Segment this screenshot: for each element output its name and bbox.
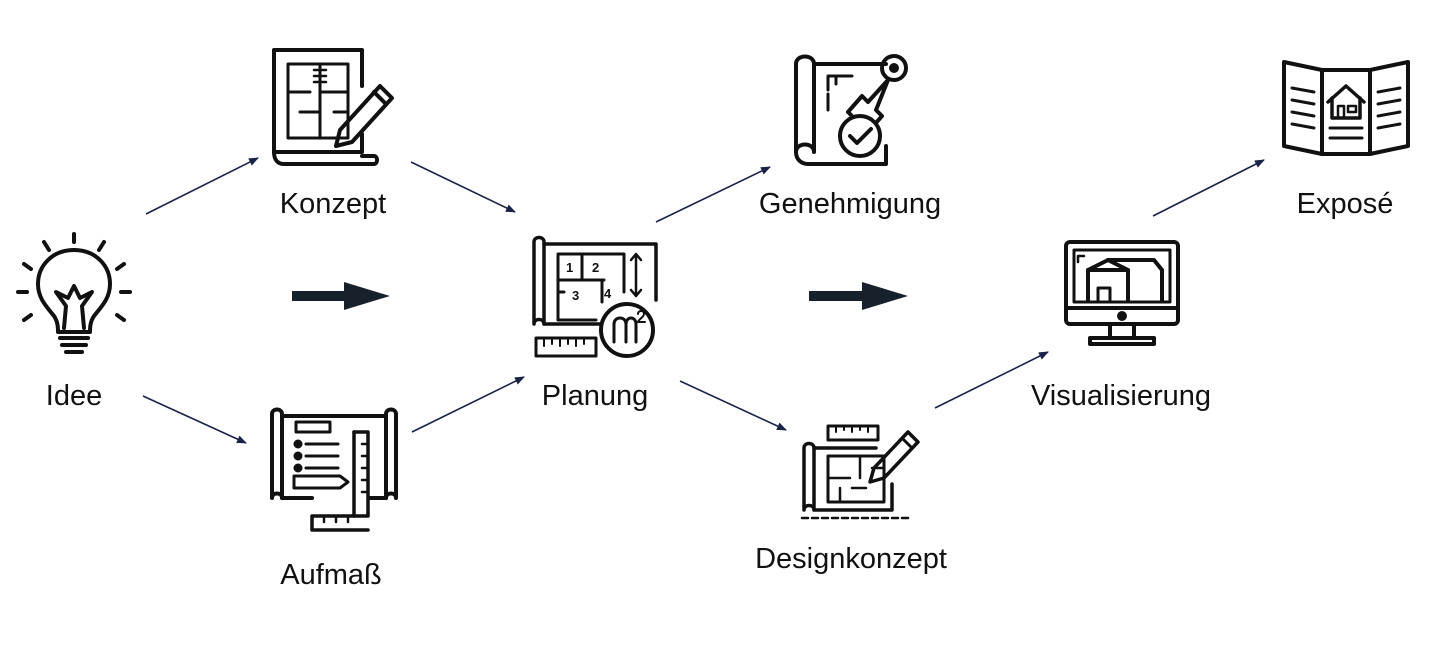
arrow-konzept-planung: [410, 161, 516, 213]
arrow-idee-konzept: [145, 157, 259, 215]
arrow-designkonzept-visualisierung: [934, 351, 1049, 409]
svg-text:3: 3: [572, 288, 579, 303]
node-label-designkonzept: Designkonzept: [755, 543, 947, 575]
svg-text:2: 2: [592, 260, 599, 275]
node-label-visualisierung: Visualisierung: [1030, 380, 1212, 412]
lightbulb-icon: [14, 232, 134, 362]
arrow-planung-designkonzept: [679, 380, 787, 431]
node-label-planung: Planung: [541, 380, 649, 412]
monitor-house-icon: [1062, 238, 1182, 352]
measurement-plan-icon: [268, 404, 400, 538]
node-label-genehmigung: Genehmigung: [758, 188, 942, 220]
node-label-idee: Idee: [45, 380, 103, 412]
floorplan-pencil-icon: [270, 46, 398, 168]
arrow-planung-genehmigung: [655, 166, 771, 223]
svg-text:1: 1: [566, 260, 573, 275]
svg-text:4: 4: [604, 286, 612, 301]
design-drawing-icon: [800, 422, 924, 522]
bold-arrow-right: [809, 282, 908, 310]
node-label-expose: Exposé: [1296, 188, 1394, 220]
arrow-aufmass-planung: [411, 376, 525, 433]
node-label-konzept: Konzept: [279, 188, 387, 220]
arrow-visualisierung-expose: [1152, 159, 1265, 217]
arrow-idee-aufmass: [142, 395, 247, 444]
approval-stamp-icon: [792, 50, 912, 168]
node-label-aufmass: Aufmaß: [280, 559, 382, 591]
brochure-house-icon: [1280, 58, 1412, 158]
bold-arrow-left: [292, 282, 390, 310]
